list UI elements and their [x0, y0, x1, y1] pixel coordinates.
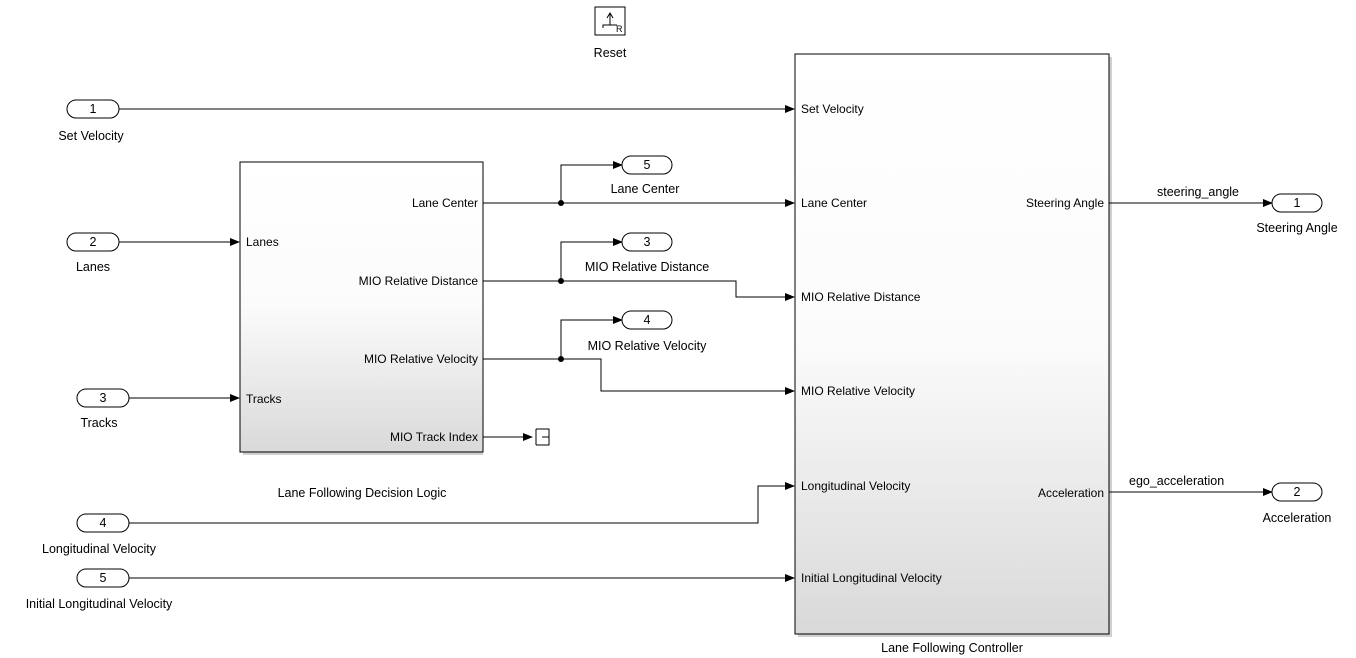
- controller-input-mio-distance: MIO Relative Distance: [801, 290, 921, 304]
- wire-longitudinal-velocity: [129, 482, 795, 524]
- outport-steering-angle[interactable]: 1 Steering Angle: [1256, 193, 1338, 235]
- inport-set-velocity[interactable]: 1 Set Velocity: [58, 99, 124, 143]
- inport-number: 3: [100, 391, 107, 405]
- wire-lane-center-branch: [560, 161, 623, 203]
- outport-number: 3: [644, 235, 651, 249]
- trigger-icon: R: [602, 12, 623, 34]
- inport-number: 5: [100, 571, 107, 585]
- outport-label: MIO Relative Velocity: [588, 339, 708, 353]
- inport-number: 2: [90, 235, 97, 249]
- outport-lane-center[interactable]: 5 Lane Center: [611, 155, 680, 196]
- decision-output-mio-velocity: MIO Relative Velocity: [364, 352, 478, 366]
- controller-output-steering-angle: Steering Angle: [1026, 196, 1104, 210]
- inport-label: Initial Longitudinal Velocity: [26, 597, 173, 611]
- decision-output-lane-center: Lane Center: [412, 196, 478, 210]
- outport-label: Steering Angle: [1256, 221, 1337, 235]
- inport-tracks[interactable]: 3 Tracks: [76, 388, 130, 430]
- inport-label: Longitudinal Velocity: [42, 542, 157, 556]
- controller-name: Lane Following Controller: [881, 641, 1023, 655]
- outport-number: 1: [1294, 196, 1301, 210]
- decision-output-mio-track-index: MIO Track Index: [390, 430, 478, 444]
- inport-initial-longitudinal-velocity[interactable]: 5 Initial Longitudinal Velocity: [26, 568, 173, 611]
- wire-mio-distance: [483, 280, 795, 301]
- decision-logic-name: Lane Following Decision Logic: [278, 486, 447, 500]
- inport-label: Tracks: [80, 416, 117, 430]
- inport-number: 4: [100, 516, 107, 530]
- inport-longitudinal-velocity[interactable]: 4 Longitudinal Velocity: [42, 513, 157, 556]
- controller-input-lane-center: Lane Center: [801, 196, 867, 210]
- branch-point: [558, 278, 564, 284]
- outport-number: 2: [1294, 485, 1301, 499]
- controller-block[interactable]: Set Velocity Lane Center MIO Relative Di…: [794, 53, 1112, 655]
- controller-input-longitudinal-velocity: Longitudinal Velocity: [801, 479, 910, 493]
- inport-number: 1: [90, 102, 97, 116]
- outport-mio-relative-distance[interactable]: 3 MIO Relative Distance: [585, 232, 709, 274]
- outport-number: 5: [644, 158, 651, 172]
- decision-input-tracks: Tracks: [246, 392, 282, 406]
- controller-input-set-velocity: Set Velocity: [801, 102, 864, 116]
- inport-lanes[interactable]: 2 Lanes: [66, 232, 120, 274]
- controller-input-initial-longitudinal-velocity: Initial Longitudinal Velocity: [801, 571, 942, 585]
- decision-input-lanes: Lanes: [246, 235, 279, 249]
- branch-point: [558, 356, 564, 362]
- outport-label: Lane Center: [611, 182, 680, 196]
- controller-output-acceleration: Acceleration: [1038, 486, 1104, 500]
- decision-output-mio-distance: MIO Relative Distance: [359, 274, 479, 288]
- signal-steering-angle: steering_angle: [1157, 185, 1239, 199]
- controller-input-mio-velocity: MIO Relative Velocity: [801, 384, 915, 398]
- inport-label: Lanes: [76, 260, 110, 274]
- outport-acceleration[interactable]: 2 Acceleration: [1263, 482, 1332, 525]
- svg-text:R: R: [616, 24, 623, 34]
- outport-mio-relative-velocity[interactable]: 4 MIO Relative Velocity: [588, 310, 708, 353]
- inport-label: Set Velocity: [58, 129, 124, 143]
- signal-ego-acceleration: ego_acceleration: [1129, 474, 1224, 488]
- wire-mio-velocity: [483, 358, 795, 395]
- reset-block[interactable]: R Reset: [594, 6, 627, 60]
- reset-label: Reset: [594, 46, 627, 60]
- branch-point: [558, 200, 564, 206]
- signal-lines: steering_angle ego_acceleration: [119, 105, 1273, 582]
- terminator-block[interactable]: [535, 428, 550, 446]
- wire-mio-velocity-branch: [560, 316, 623, 359]
- wire-mio-distance-branch: [560, 238, 623, 281]
- outport-label: MIO Relative Distance: [585, 260, 709, 274]
- outport-number: 4: [644, 313, 651, 327]
- outport-label: Acceleration: [1263, 511, 1332, 525]
- decision-logic-block[interactable]: Lanes Tracks Lane Center MIO Relative Di…: [239, 161, 484, 500]
